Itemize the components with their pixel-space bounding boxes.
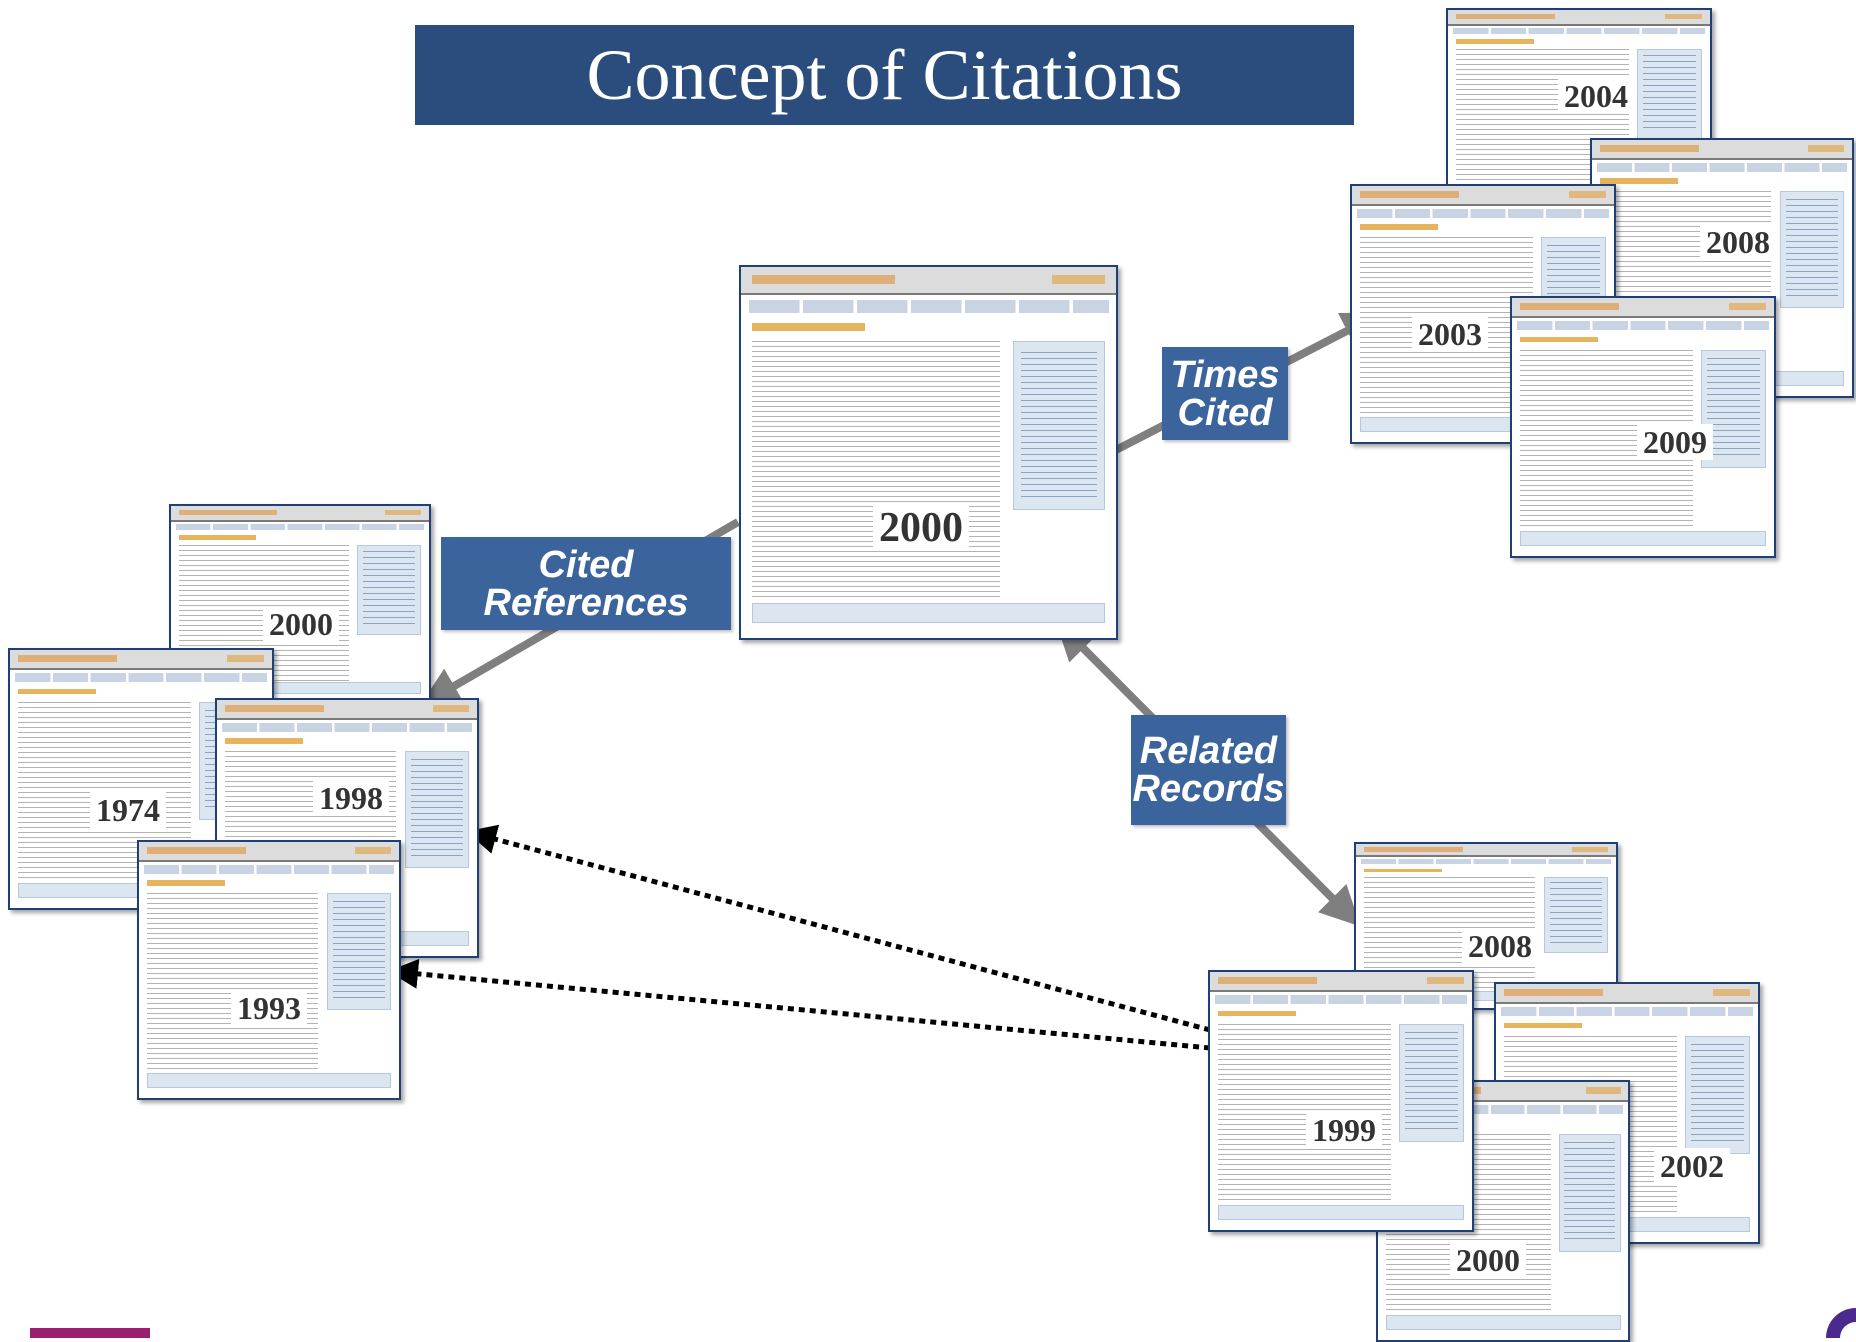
record-year: 1974 [90, 792, 166, 828]
record-year: 2008 [1700, 224, 1776, 260]
slide-title: Concept of Citations [415, 25, 1354, 125]
dotted-arrow-to-1993 [388, 958, 1211, 1051]
record-year: 2009 [1637, 424, 1713, 460]
record-thumbnail: 2000 [1376, 1080, 1630, 1342]
related-records-label-line1: Related [1139, 730, 1278, 772]
times-cited-label-line1: Times [1170, 353, 1280, 396]
dotted-arrow-to-1998 [466, 824, 1211, 1033]
central-record-year: 2000 [873, 505, 969, 551]
record-thumbnail: 2000 [169, 504, 431, 704]
record-thumbnail: 1993 [137, 840, 401, 1100]
record-thumbnail: 1999 [1208, 970, 1474, 1232]
record-year: 2000 [263, 606, 339, 642]
record-thumbnail: 2009 [1510, 296, 1776, 558]
times-cited-label: Times Cited [1162, 347, 1288, 440]
organization-logo [30, 1328, 150, 1338]
cited-references-label: Cited References [441, 537, 731, 630]
times-cited-label-line2: Cited [1177, 391, 1273, 434]
cited-references-label-line1: Cited [538, 543, 634, 586]
record-year: 1999 [1306, 1112, 1382, 1148]
record-year: 2008 [1462, 928, 1538, 964]
cited-references-label-line2: References [483, 581, 689, 624]
central-record-thumbnail: 2000 [739, 265, 1118, 640]
record-year: 2003 [1412, 316, 1488, 352]
record-year: 2000 [1450, 1242, 1526, 1278]
record-year: 1998 [313, 780, 389, 816]
record-year: 2002 [1654, 1148, 1730, 1184]
related-records-label: Related Records [1131, 715, 1286, 825]
record-year: 2004 [1558, 78, 1634, 114]
record-year: 1993 [231, 990, 307, 1026]
related-records-label-line2: Records [1132, 768, 1285, 810]
